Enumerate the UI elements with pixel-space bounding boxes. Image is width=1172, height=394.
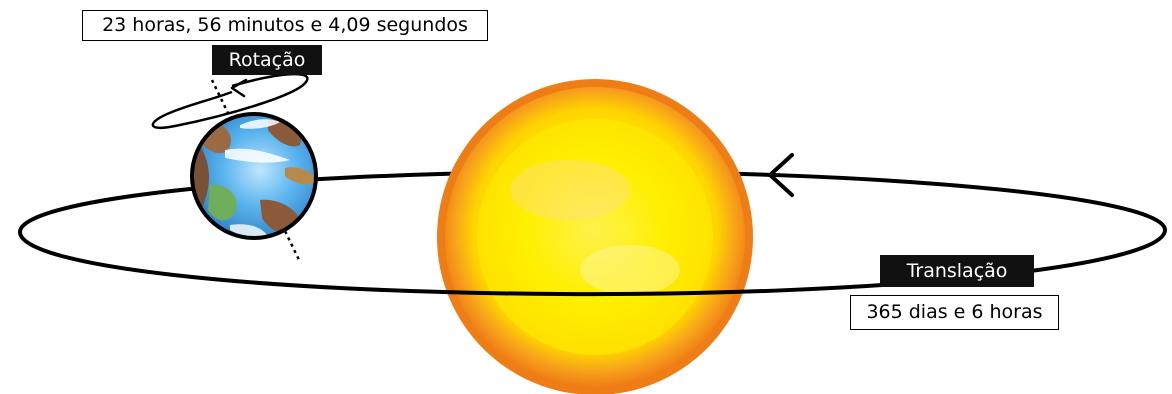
translation-time-label: 365 dias e 6 horas	[850, 295, 1059, 330]
rotation-title-label: Rotação	[212, 45, 322, 75]
translation-title-label: Translação	[880, 255, 1034, 287]
arrow-left-icon	[767, 153, 794, 197]
curved-arrow-icon	[230, 78, 248, 98]
earth-icon	[190, 112, 318, 240]
rotation-time-label: 23 horas, 56 minutos e 4,09 segundos	[82, 10, 488, 41]
sun-icon	[437, 79, 753, 394]
orbit-front	[18, 229, 1167, 297]
